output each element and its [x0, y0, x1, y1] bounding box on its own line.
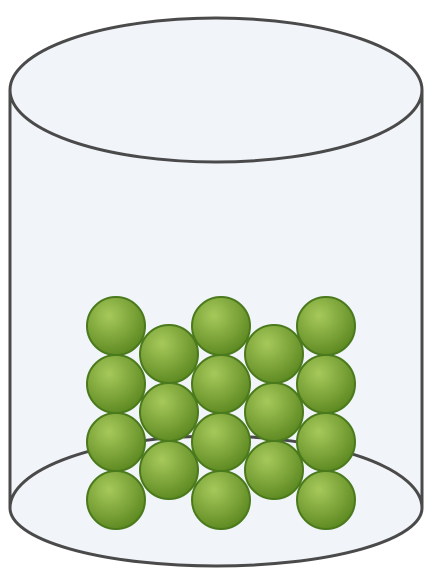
particle-10 [192, 413, 250, 471]
particle-6 [140, 383, 198, 441]
particle-2 [87, 355, 145, 413]
particle-15 [297, 297, 355, 355]
particle-11 [192, 471, 250, 529]
particle-5 [140, 325, 198, 383]
particle-7 [140, 441, 198, 499]
particle-4 [87, 471, 145, 529]
particle-1 [87, 297, 145, 355]
particle-3 [87, 413, 145, 471]
particle-13 [245, 383, 303, 441]
particle-17 [297, 413, 355, 471]
particle-9 [192, 355, 250, 413]
particle-14 [245, 441, 303, 499]
particle-18 [297, 471, 355, 529]
particle-8 [192, 297, 250, 355]
particle-12 [245, 325, 303, 383]
particle-16 [297, 355, 355, 413]
